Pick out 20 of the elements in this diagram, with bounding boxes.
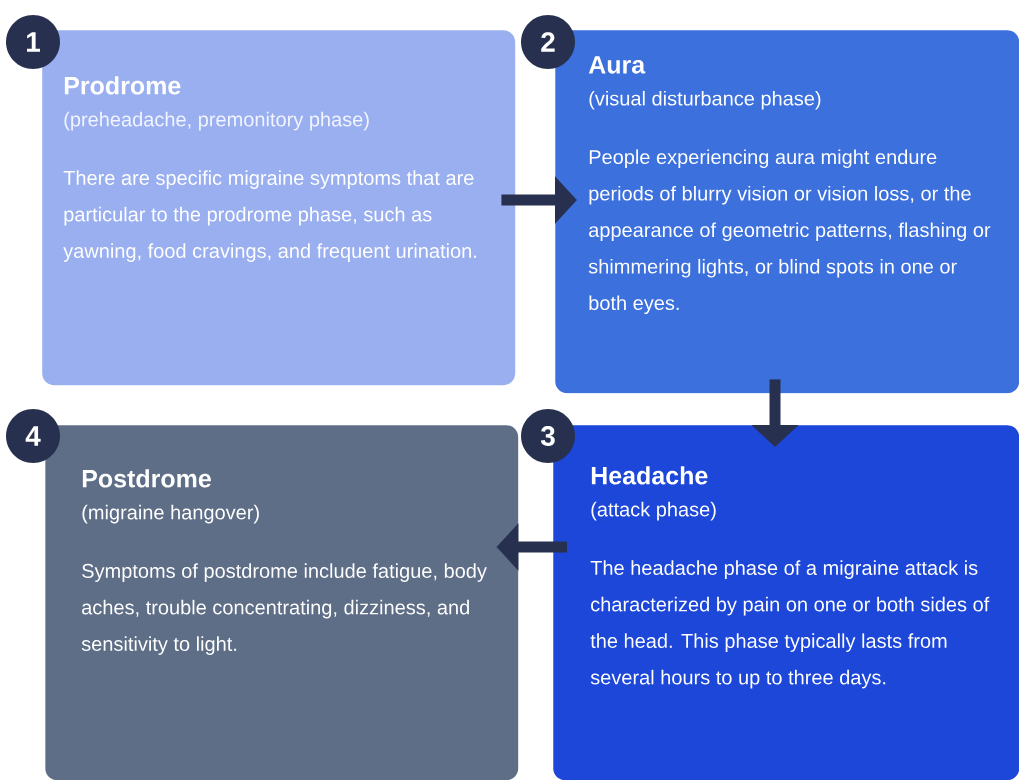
phase-card [555,30,1019,394]
heading: Headache [591,466,708,485]
number-badge: 4 [6,409,60,463]
phase-card [45,425,519,780]
description: The headache phase of a migraine attack is characterized by pain on one or both sides of the head. This phase typically lasts from several hours to up to three days. [590,560,990,689]
phase-card [42,30,516,386]
subtitle: (migraine hangover) [82,504,259,524]
description: There are specific migraine symptoms that are particular to the prodrome phase, such as yawning, food cravings, and frequent urination. [63,170,476,262]
description: Symptoms of postdrome include fatigue, body aches, trouble concentrating, dizziness, and sensitivity to light. [81,563,487,655]
number-badge: 2 [521,15,575,69]
subtitle: (visual disturbance phase) [589,90,821,110]
phase-card [553,425,1019,780]
number-badge: 3 [521,409,575,463]
description: People experiencing aura might endure periods of blurry vision or vision loss, or the appearance of geometric patterns, flashing or shimmering lights, or blind spots in one or both eyes. [588,149,991,315]
heading: Aura [588,56,646,74]
subtitle: (attack phase) [591,501,716,521]
subtitle: (preheadache, premonitory phase) [64,111,369,131]
heading: Prodrome [64,76,181,95]
number-badge: 1 [6,15,60,69]
heading: Postdrome [82,469,211,488]
